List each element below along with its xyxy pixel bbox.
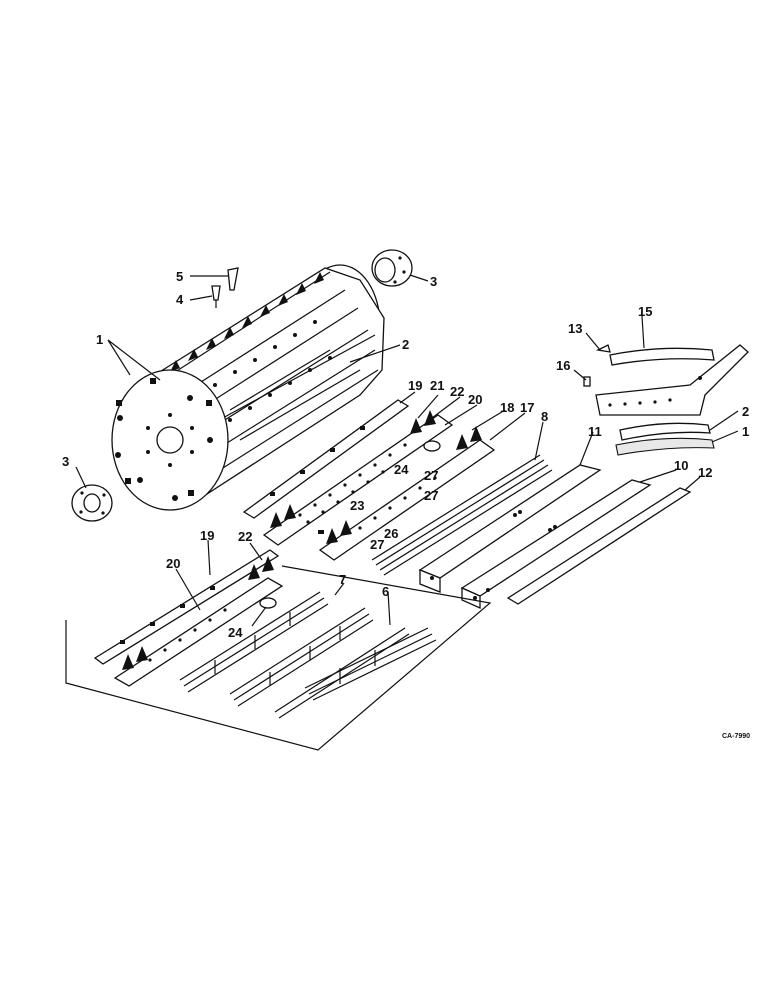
callout-24-upper: 24 xyxy=(394,462,409,477)
callout-3-front: 3 xyxy=(62,454,69,469)
callout-3-rear: 3 xyxy=(430,274,437,289)
callout-27-a: 27 xyxy=(424,468,438,483)
leader-lines xyxy=(75,274,739,627)
callout-labels: 1 2 3 3 4 5 15 13 16 2 1 19 21 22 20 18 … xyxy=(62,269,750,740)
wire-grate-8 xyxy=(371,454,553,576)
callout-24-lower: 24 xyxy=(228,625,243,640)
bar-20-21-22 xyxy=(262,410,454,546)
curved-strip-2 xyxy=(619,422,711,441)
callout-22-lower: 22 xyxy=(238,529,252,544)
strip-12 xyxy=(506,487,692,605)
rasp-tooth-5 xyxy=(227,267,239,291)
callout-10: 10 xyxy=(674,458,688,473)
callout-8: 8 xyxy=(541,409,548,424)
bar-19 xyxy=(242,399,410,519)
callout-2: 2 xyxy=(402,337,409,352)
callout-2-right: 2 xyxy=(742,404,749,419)
callout-6: 6 xyxy=(382,584,389,599)
callout-18: 18 xyxy=(500,400,514,415)
callout-23: 23 xyxy=(350,498,364,513)
bar-17-18 xyxy=(318,426,496,561)
callout-7: 7 xyxy=(339,572,346,587)
curved-strip-15 xyxy=(609,347,715,366)
side-plate xyxy=(595,344,749,416)
callout-13: 13 xyxy=(568,321,582,336)
channel-11 xyxy=(418,464,602,593)
washer-13 xyxy=(595,344,611,353)
callout-27-c: 27 xyxy=(370,537,384,552)
callout-15: 15 xyxy=(638,304,652,319)
callout-1-right: 1 xyxy=(742,424,749,439)
callout-26: 26 xyxy=(384,526,398,541)
callout-12: 12 xyxy=(698,465,712,480)
rasp-tooth-4 xyxy=(211,285,221,308)
clip-23 xyxy=(318,530,324,534)
callout-19-lower: 19 xyxy=(200,528,214,543)
callout-21: 21 xyxy=(430,378,444,393)
inset-panel xyxy=(65,549,492,751)
callout-19-upper: 19 xyxy=(408,378,422,393)
callout-17: 17 xyxy=(520,400,534,415)
rotor-drum xyxy=(111,264,385,511)
callout-16: 16 xyxy=(556,358,570,373)
callout-27-b: 27 xyxy=(424,488,438,503)
callout-20-lower: 20 xyxy=(166,556,180,571)
drawing-code: CA-7990 xyxy=(722,733,750,740)
callout-4: 4 xyxy=(176,292,184,307)
callout-5: 5 xyxy=(176,269,183,284)
washer-24-upper xyxy=(423,440,441,452)
callout-11: 11 xyxy=(588,424,602,439)
hub-flange-rear xyxy=(371,249,413,287)
callout-1: 1 xyxy=(96,332,103,347)
bolt-16 xyxy=(583,376,591,387)
curved-strip-1 xyxy=(615,437,715,456)
callout-22-upper: 22 xyxy=(450,384,464,399)
channel-10 xyxy=(460,479,652,610)
hub-flange-front xyxy=(71,484,113,522)
callout-20-upper: 20 xyxy=(468,392,482,407)
